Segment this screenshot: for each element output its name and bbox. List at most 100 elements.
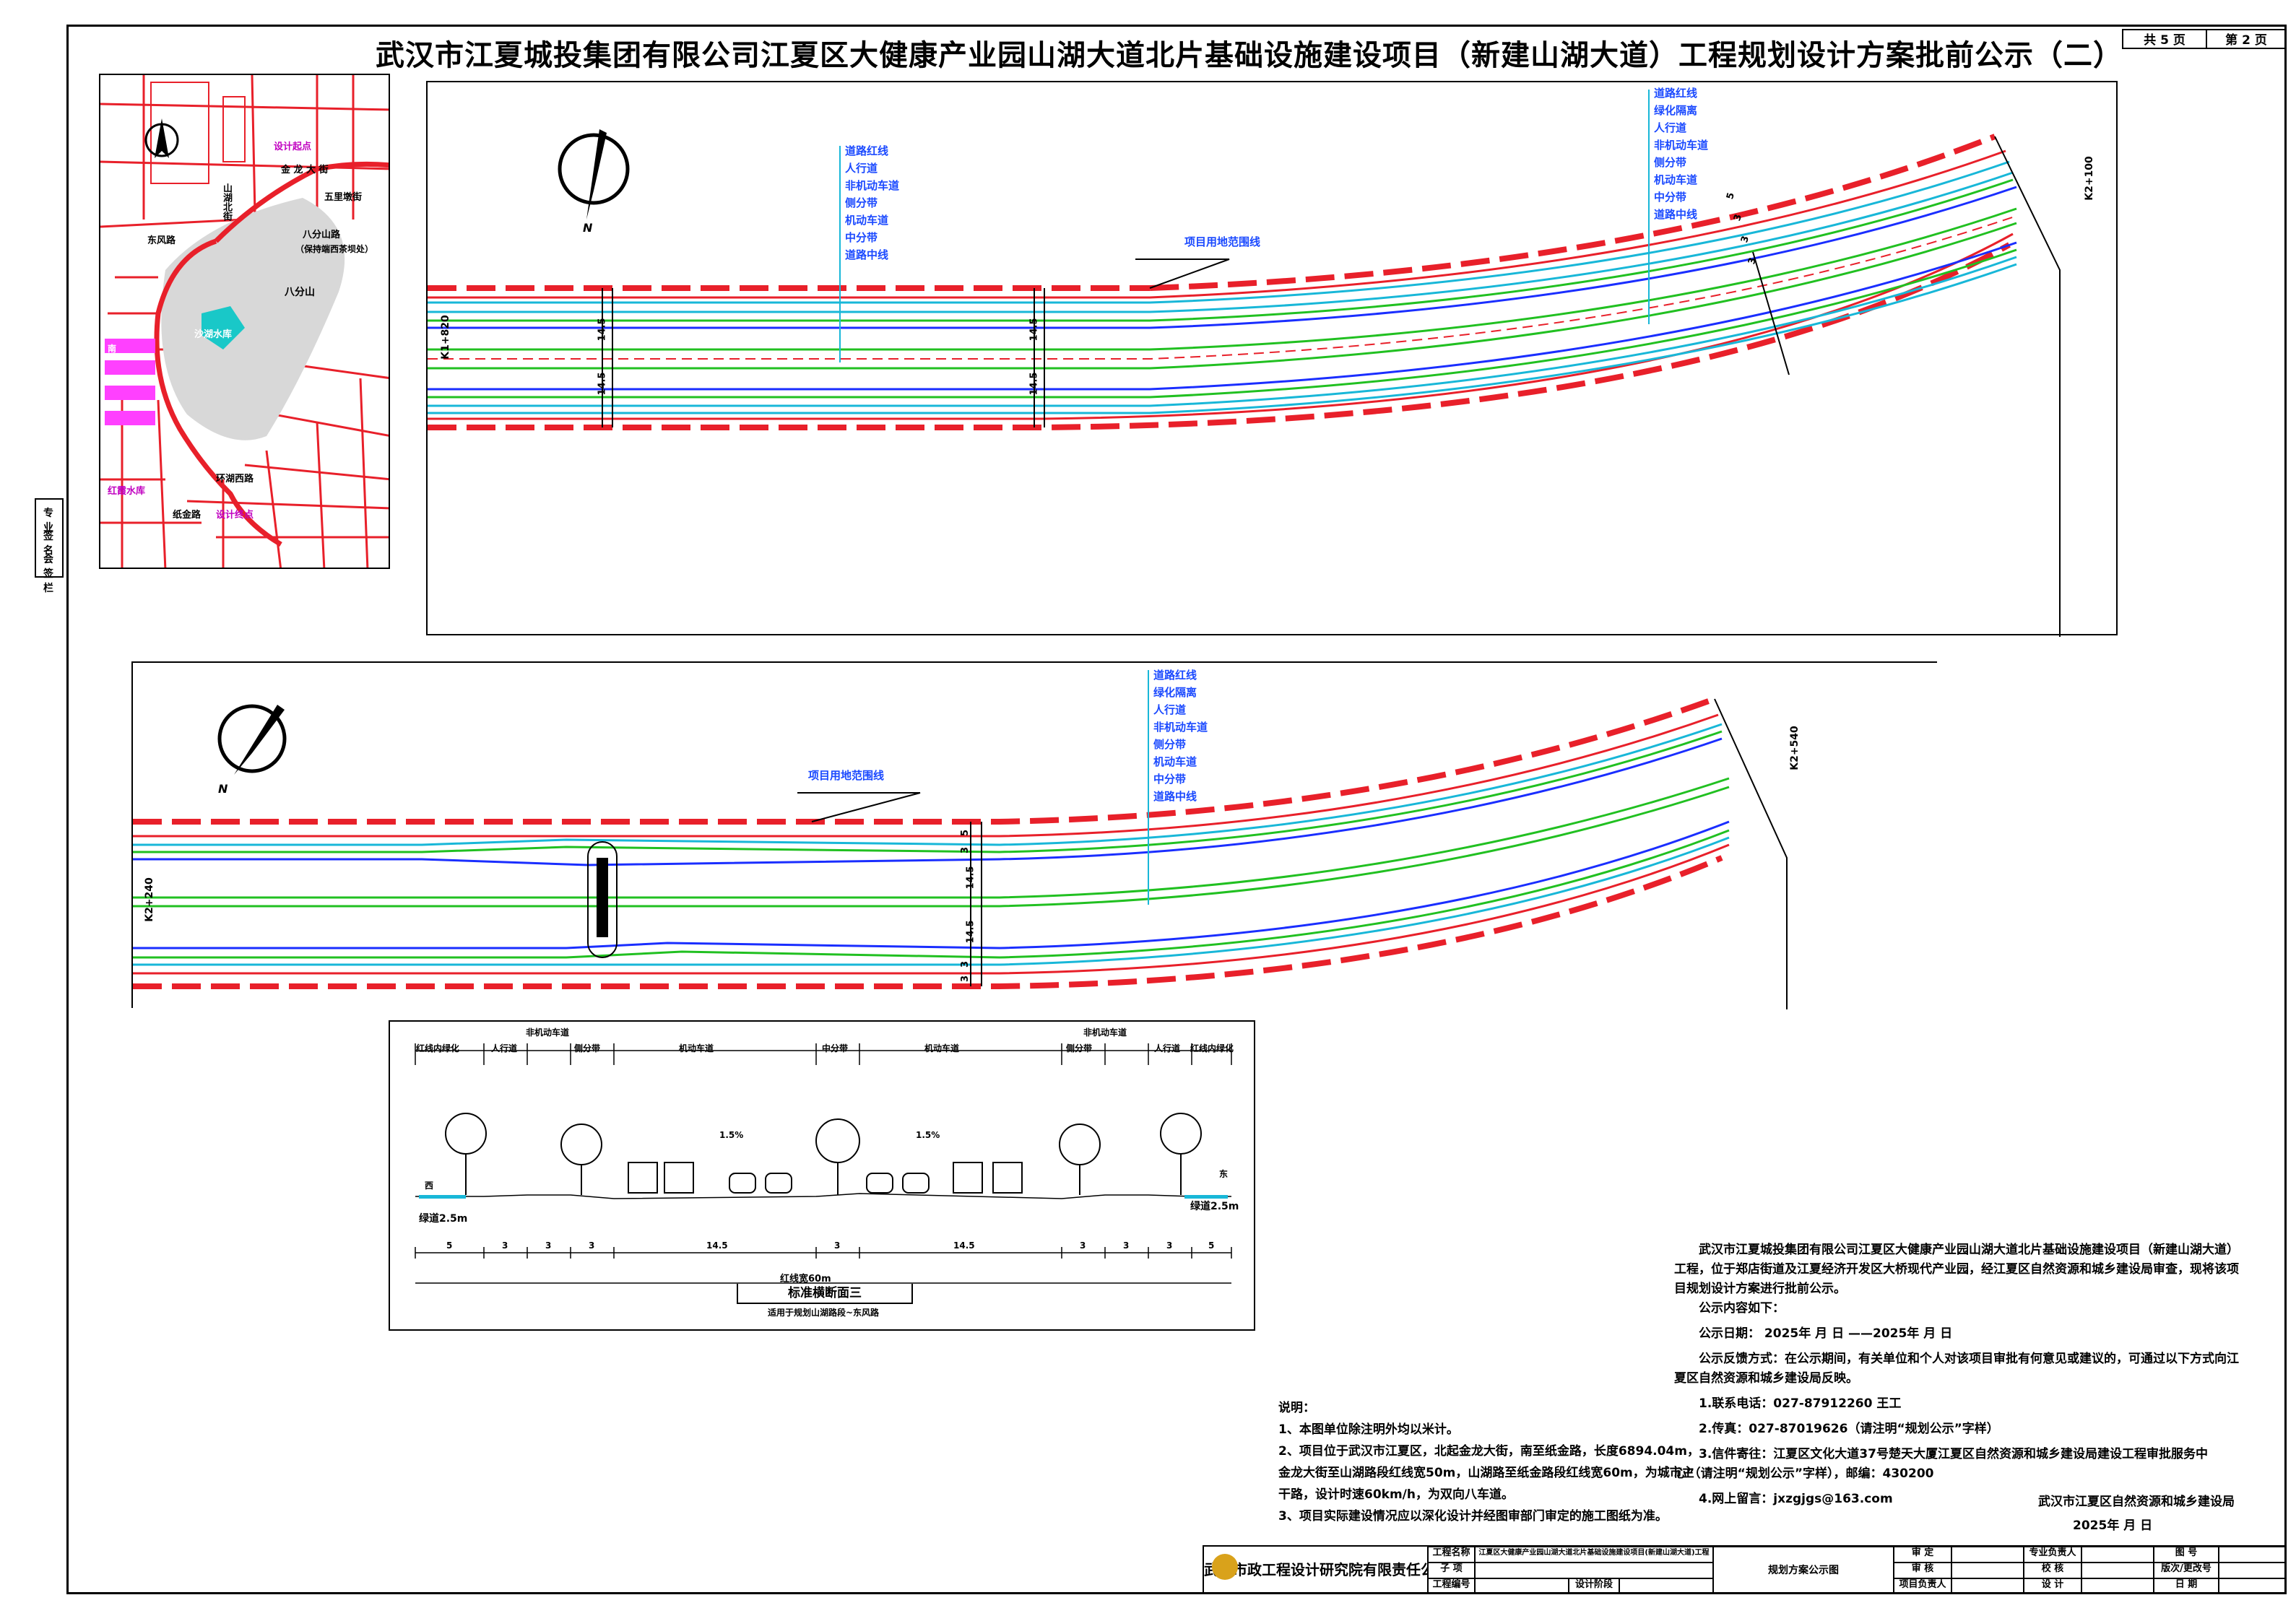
sec-dim-8: 3: [1123, 1240, 1130, 1251]
road-plan-2-drawing: [133, 696, 1788, 1009]
sec-top-8: 非机动车道: [1083, 1027, 1127, 1038]
notice-p2: 公示内容如下：: [1699, 1301, 1785, 1316]
notice-org: 武汉市江夏区自然资源和城乡建设局: [2038, 1495, 2235, 1509]
r1-b-val: [2081, 1547, 2154, 1563]
north-arrow-1: N: [583, 221, 593, 235]
sub-value: [1475, 1563, 1713, 1578]
r1-a: 审 定: [1894, 1547, 1951, 1563]
notice-tel: 1.联系电话：027-87912260 王工: [1699, 1396, 1902, 1411]
east-label: 东: [1219, 1169, 1229, 1179]
r3-c: 日 期: [2154, 1578, 2219, 1594]
title-block: 武汉市政工程设计研究院有限责任公司 工程名称 江夏区大健康产业园山湖大道北片基础…: [1203, 1545, 2287, 1594]
sec-top-7: 侧分带: [1066, 1043, 1093, 1053]
legend-2-7: 道路中线: [1153, 790, 1197, 803]
notice-mail: 3.信件寄往：江夏区文化大道37号楚天大厦江夏区自然资源和城乡建设局建设工程审批…: [1674, 1447, 2208, 1481]
location-map-drawing: [100, 75, 389, 568]
legend-1b-6: 中分带: [1654, 191, 1687, 204]
legend-line-2: [1148, 670, 1149, 905]
notice-p3: 公示反馈方式：在公示期间，有关单位和个人对该项目审批有何意见或建议的，可通过以下…: [1674, 1352, 2239, 1386]
map-label-hongxia: 红霞水库: [108, 486, 146, 497]
map-label-note: （保持端西茶坝处）: [295, 244, 374, 254]
design-notes: 说明： 1、本图单位除注明外均以米计。 2、项目位于武汉市江夏区，北起金龙大街，…: [1278, 1397, 1699, 1527]
dim-2-1: 14.5: [965, 920, 976, 944]
legend-1b-4: 侧分带: [1654, 156, 1687, 169]
legend-1-0: 道路红线: [845, 144, 889, 157]
r2-b: 校 核: [2024, 1563, 2081, 1578]
map-label-wulidun: 五里墩街: [324, 192, 363, 203]
sec-dim-5: 3: [834, 1240, 841, 1251]
greenway-right: 绿道2.5m: [1190, 1201, 1239, 1212]
location-map: 设计起点 金 龙 大 街 五里墩街 八分山路 （保持端西茶坝处） 八分山 沙湖水…: [99, 74, 390, 569]
greenway-left: 绿道2.5m: [419, 1213, 468, 1225]
notice-sign-date: 2025年 月 日: [2073, 1518, 2153, 1533]
boundary-label-2: 项目用地范围线: [808, 769, 885, 782]
legend-1b-1: 绿化隔离: [1654, 104, 1698, 117]
section-name: 标准横断面三: [737, 1284, 913, 1304]
map-label-end: 设计终点: [216, 510, 254, 521]
legend-1-5: 中分带: [845, 231, 878, 244]
tab-sign: 签 名: [43, 531, 53, 557]
map-label-start: 设计起点: [274, 142, 312, 152]
legend-2-6: 中分带: [1153, 773, 1187, 786]
company-name: 武汉市政工程设计研究院有限责任公司: [1204, 1547, 1428, 1594]
map-label-nan: 南: [108, 344, 117, 354]
notice-web: 4.网上留言：jxzgjgs@163.com: [1699, 1492, 1893, 1506]
dim-2-5: 3: [960, 975, 971, 983]
sec-top-2: 非机动车道: [526, 1027, 570, 1038]
r1-c-val: [2219, 1547, 2287, 1563]
num-value: [1475, 1578, 1569, 1594]
red-line-width: 红线宽60m: [780, 1274, 831, 1285]
num-label: 工程编号: [1428, 1578, 1475, 1594]
map-label-zhijin: 纸金路: [173, 510, 202, 521]
legend-1-6: 道路中线: [845, 248, 889, 261]
west-label: 西: [425, 1181, 434, 1191]
legend-1b-7: 道路中线: [1654, 208, 1698, 221]
dim-2-4: 3: [960, 960, 971, 968]
slope-left: 1.5%: [719, 1130, 744, 1140]
sec-top-10: 红线内绿化: [1190, 1043, 1234, 1053]
proj-value: 江夏区大健康产业园山湖大道北片基础设施建设项目(新建山湖大道)工程: [1475, 1547, 1713, 1563]
station-left-2: K2+240: [143, 877, 155, 922]
dim-2-2: 5: [960, 829, 971, 837]
north-arrow-2: N: [218, 782, 228, 796]
legend-1b-3: 非机动车道: [1654, 139, 1709, 152]
legend-1-4: 机动车道: [845, 214, 889, 227]
legend-1b-0: 道路红线: [1654, 87, 1698, 100]
sec-dim-4: 14.5: [706, 1240, 728, 1251]
dim-2-0: 14.5: [965, 866, 976, 890]
sec-dim-1: 3: [502, 1240, 508, 1251]
sec-dim-2: 3: [545, 1240, 552, 1251]
sec-top-9: 人行道: [1154, 1043, 1181, 1053]
sheet-current: 第 2 页: [2206, 29, 2287, 49]
legend-2-5: 机动车道: [1153, 755, 1197, 768]
r3-b: 设 计: [2024, 1578, 2081, 1594]
station-left-1: K1+820: [439, 315, 451, 360]
legend-1-1: 人行道: [845, 162, 878, 175]
map-label-jinlong: 金 龙 大 街: [281, 165, 329, 175]
public-notice: 武汉市江夏城投集团有限公司江夏区大健康产业园山湖大道北片基础设施建设项目（新建山…: [1674, 1240, 2245, 1509]
legend-2-2: 人行道: [1153, 703, 1187, 716]
proj-label: 工程名称: [1428, 1547, 1475, 1563]
road-plan-1-drawing: [428, 129, 2061, 637]
notice-date: 公示日期： 2025年 月 日 ——2025年 月 日: [1699, 1326, 1953, 1341]
legend-2-0: 道路红线: [1153, 669, 1197, 682]
road-plan-1: N K1+820 K2+100 项目用地范围线 道路红线 人行道 非机动车道 侧…: [426, 81, 2118, 637]
sec-top-3: 侧分带: [574, 1043, 601, 1053]
legend-line-1: [839, 146, 841, 362]
station-right-2: K2+540: [1788, 726, 1801, 770]
r2-c-val: [2219, 1563, 2287, 1578]
sec-top-0: 红线内绿化: [416, 1043, 460, 1053]
dim-2-3: 3: [960, 846, 971, 854]
sec-dim-3: 3: [589, 1240, 595, 1251]
r3-a: 项目负责人: [1894, 1578, 1951, 1594]
stage-label: 设计阶段: [1569, 1578, 1619, 1594]
signature-tab: 专 业 签 名 会签栏: [35, 498, 64, 594]
drawing-frame: [66, 25, 2287, 1594]
legend-2-4: 侧分带: [1153, 738, 1187, 751]
map-label-dongfeng: 东风路: [147, 235, 176, 246]
notes-item-0: 1、本图单位除注明外均以米计。: [1278, 1422, 1459, 1437]
legend-1-3: 侧分带: [845, 196, 878, 209]
dim-1-1: 14.5: [597, 372, 608, 396]
notice-fax: 2.传真：027-87019626（请注明“规划公示”字样）: [1699, 1422, 1999, 1436]
sub-label: 子 项: [1428, 1563, 1475, 1578]
